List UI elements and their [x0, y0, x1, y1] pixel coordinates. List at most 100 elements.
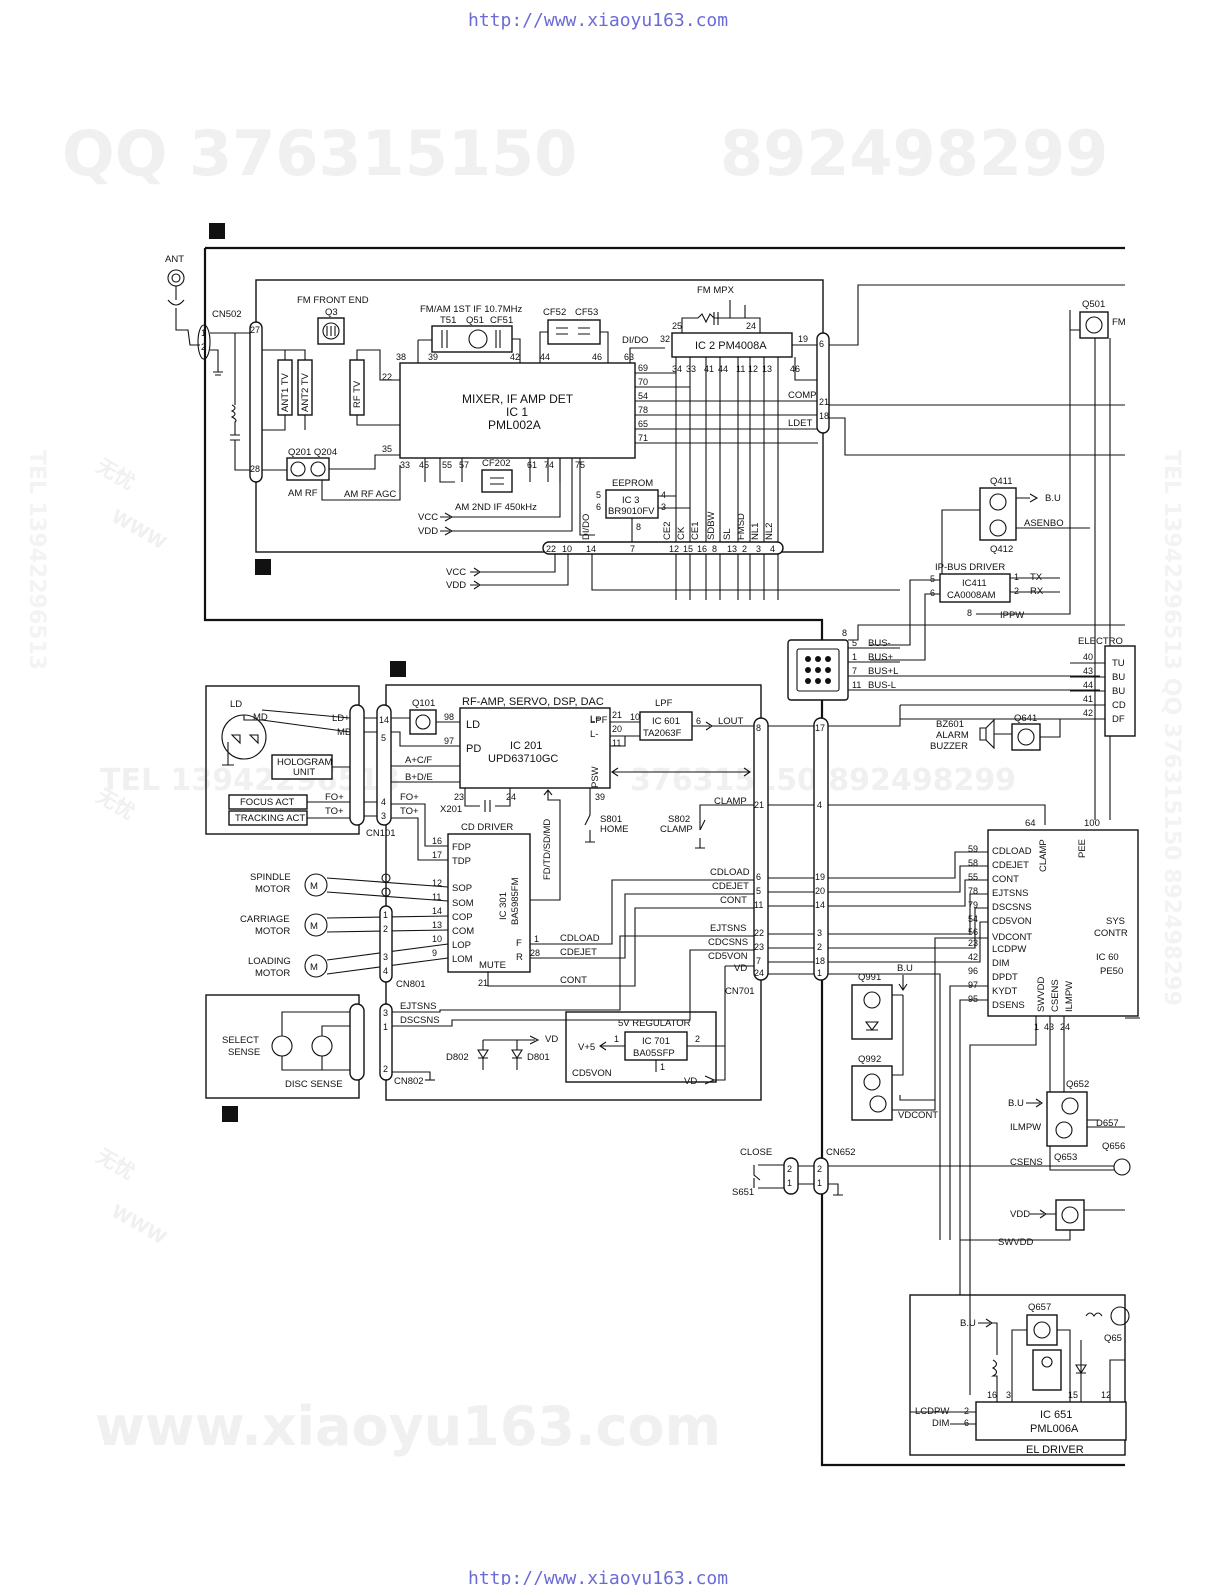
- schematic-label: 12: [748, 364, 758, 374]
- url-bottom[interactable]: http://www.xiaoyu163.com: [468, 1568, 728, 1585]
- schematic-label: 8: [636, 522, 641, 532]
- schematic-label: 25: [672, 321, 682, 331]
- schematic-label: 11: [852, 680, 861, 690]
- schematic-label: B.U: [1045, 493, 1061, 504]
- schematic-label: 18: [815, 956, 825, 966]
- schematic-label: FDP: [452, 842, 471, 853]
- schematic-label: S651: [732, 1187, 754, 1198]
- schematic-label: 32: [660, 334, 670, 344]
- schematic-label: BZ601: [936, 719, 964, 730]
- fm-mpx-label: FM MPX: [697, 285, 735, 296]
- schematic-label: Q3: [325, 307, 338, 318]
- schematic-label: 69: [638, 363, 648, 373]
- schematic-label: CDLOAD: [560, 933, 600, 944]
- schematic-label: RF-AMP, SERVO, DSP, DAC: [462, 696, 604, 708]
- schematic-label: 12: [1101, 1390, 1111, 1400]
- schematic-label: 2: [742, 544, 747, 554]
- schematic-label: 15: [1068, 1390, 1078, 1400]
- schematic-label: 33: [400, 460, 410, 470]
- section-marker: [390, 661, 406, 677]
- schematic-label: 54: [968, 914, 978, 924]
- schematic-label: 54: [638, 391, 648, 401]
- schematic-label: BUZZER: [930, 741, 968, 752]
- schematic-label: CDCSNS: [708, 937, 748, 948]
- schematic-label: 19: [798, 334, 808, 344]
- electro-section: ELECTRO TU BU BU CD DF 40 43 44 41 42: [900, 636, 1136, 737]
- schematic-label: X201: [440, 804, 462, 815]
- schematic-label: CF202: [482, 458, 511, 469]
- schematic-label: R: [516, 952, 523, 963]
- schematic-label: 4: [661, 490, 666, 500]
- schematic-label: 11: [754, 900, 763, 910]
- schematic-label: ILMPW: [1010, 1122, 1041, 1133]
- schematic-label: 11: [432, 892, 441, 902]
- schematic-label: 57: [459, 460, 469, 470]
- schematic-label: D801: [527, 1052, 550, 1063]
- schematic-label: VDCONT: [898, 1110, 938, 1121]
- schematic-label: 14: [379, 715, 389, 725]
- schematic-label: 64: [1025, 818, 1036, 829]
- schematic-label: SENSE: [228, 1047, 260, 1058]
- schematic-label: Q653: [1054, 1152, 1077, 1163]
- schematic-label: LOADING: [248, 956, 291, 967]
- schematic-label: VDCONT: [992, 932, 1032, 943]
- schematic-label: CN802: [394, 1076, 424, 1087]
- schematic-label: 13: [727, 544, 737, 554]
- schematic-label: DIM: [992, 958, 1010, 969]
- schematic-label: 5V REGULATOR: [618, 1018, 691, 1029]
- schematic-label: 7: [756, 956, 761, 966]
- schematic-label: SOM: [452, 898, 474, 909]
- schematic-label: LCDPW: [992, 944, 1026, 955]
- schematic-label: 59: [968, 844, 978, 854]
- schematic-label: 1: [614, 1034, 619, 1044]
- schematic-label: 20: [815, 886, 825, 896]
- schematic-label: S802: [668, 814, 690, 825]
- schematic-label: SOP: [452, 883, 472, 894]
- schematic-label: VCC: [446, 567, 466, 578]
- svg-text:1: 1: [817, 1178, 822, 1188]
- schematic-label: CSENS: [1010, 1157, 1043, 1168]
- q501-region: Q501 FM: [829, 284, 1126, 820]
- schematic-label: CLOSE: [740, 1147, 772, 1158]
- schematic-label: 43: [1083, 666, 1093, 676]
- section-marker: [209, 223, 225, 239]
- schematic-label: HOME: [600, 824, 629, 835]
- schematic-label: ELECTRO: [1078, 636, 1123, 647]
- schematic-label: IC 651: [1040, 1409, 1072, 1421]
- schematic-label: B+D/E: [405, 772, 433, 783]
- ic1-title: MIXER, IF AMP DET: [462, 392, 574, 406]
- schematic-label: 13: [432, 920, 442, 930]
- schematic-label: 97: [968, 980, 978, 990]
- schematic-label: 1: [660, 1062, 665, 1072]
- schematic-label: 11: [736, 364, 745, 374]
- ic1-part: PML002A: [488, 418, 541, 432]
- schematic-label: 8: [967, 608, 972, 618]
- schematic-label: 28: [250, 464, 260, 474]
- schematic-label: 44: [540, 352, 550, 362]
- schematic-label: 10: [432, 934, 442, 944]
- schematic-label: BUS+: [868, 652, 894, 663]
- schematic-label: 61: [527, 460, 537, 470]
- schematic-label: DSCSNS: [400, 1015, 440, 1026]
- schematic-label: ILMPW: [1064, 981, 1075, 1012]
- schematic-label: CF53: [575, 307, 598, 318]
- schematic-label: 6: [756, 872, 761, 882]
- schematic-label: 42: [1083, 708, 1093, 718]
- schematic-label: 24: [754, 968, 764, 978]
- schematic-label: 18: [819, 411, 829, 421]
- schematic-label: 98: [444, 712, 454, 722]
- schematic-label: COP: [452, 912, 473, 923]
- schematic-label: ASENBO: [1024, 518, 1064, 529]
- schematic-label: 2: [383, 924, 388, 934]
- schematic-label: DI/DO: [622, 335, 648, 346]
- schematic-label: SYS: [1106, 916, 1125, 927]
- schematic-label: V+5: [578, 1042, 595, 1053]
- schematic-label: 10: [630, 712, 640, 722]
- svg-text:2: 2: [817, 1164, 822, 1174]
- schematic-label: CONT: [720, 895, 747, 906]
- schematic-label: IC 301: [498, 892, 509, 920]
- url-top[interactable]: http://www.xiaoyu163.com: [468, 10, 728, 31]
- schematic-label: Q652: [1066, 1079, 1089, 1090]
- schematic-label: LD: [230, 699, 242, 710]
- schematic-label: 8: [842, 628, 847, 638]
